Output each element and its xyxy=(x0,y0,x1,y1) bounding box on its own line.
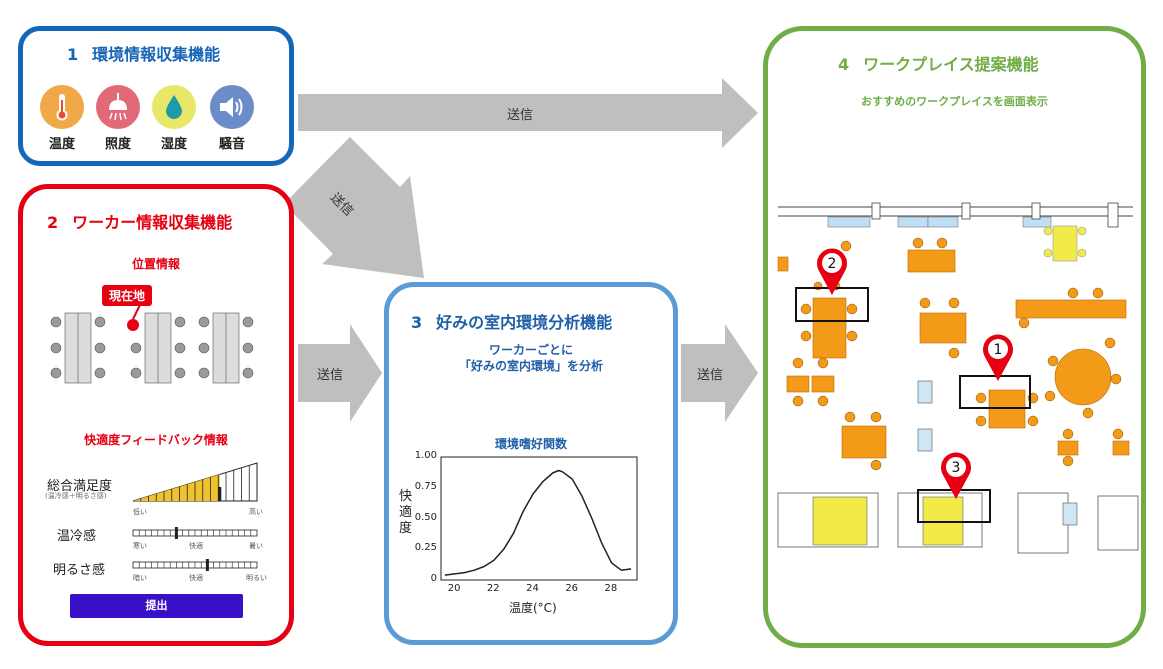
chart-ytick: 0.50 xyxy=(414,511,437,523)
current-location-badge: 現在地 xyxy=(102,285,153,306)
orange-desks xyxy=(777,249,1130,459)
chart-frame xyxy=(440,456,638,581)
desk-cluster-right xyxy=(198,312,254,384)
submit-button[interactable]: 提出 xyxy=(70,594,243,618)
lamp-icon xyxy=(96,85,140,129)
chart-xtick: 26 xyxy=(565,583,579,594)
overall-satisfaction-slider[interactable] xyxy=(131,461,261,505)
thermal-sensation-label: 温冷感 xyxy=(57,529,97,544)
wall-columns xyxy=(871,202,1119,228)
orange-chairs xyxy=(792,237,1124,471)
chart-ytick: 0 xyxy=(430,573,437,584)
arrow-right xyxy=(681,324,758,422)
arrow-top xyxy=(298,78,758,148)
chart-ytick: 0.25 xyxy=(414,542,437,554)
panel4-subtitle: おすすめのワークプレイスを画面表示 xyxy=(861,95,1048,108)
panel3-subtitle-1: ワーカーごとに xyxy=(488,343,573,357)
seat-layout xyxy=(50,302,254,384)
preference-chart xyxy=(440,456,638,581)
arrow-diagonal xyxy=(284,137,424,278)
arrow-left xyxy=(298,324,382,422)
desk-cluster-left xyxy=(50,312,106,384)
current-position-dot xyxy=(127,319,139,331)
pin-marker-3: 3 xyxy=(941,452,971,499)
sensor-illuminance: 照度 xyxy=(95,85,141,152)
sensor-noise: 騒音 xyxy=(209,85,255,152)
feedback-title: 快適度フィードバック情報 xyxy=(84,433,228,447)
arrow-right-label: 送信 xyxy=(697,368,724,383)
sensor-humidity: 湿度 xyxy=(151,85,197,152)
thermometer-icon xyxy=(40,85,84,129)
sensor-temperature: 温度 xyxy=(39,85,85,152)
chart-xlabel: 温度(°C) xyxy=(509,601,557,615)
preference-curve xyxy=(444,469,632,576)
chart-ytick: 0.75 xyxy=(414,480,437,492)
overall-satisfaction-label: 総合満足度 xyxy=(47,479,113,494)
arrow-left-label: 送信 xyxy=(317,368,344,383)
overall-satisfaction-sub: (温冷感＋明るさ感) xyxy=(45,492,107,500)
svg-text:2: 2 xyxy=(828,256,837,272)
chart-title: 環境嗜好関数 xyxy=(494,437,567,451)
floor-map xyxy=(777,202,1139,554)
pin-marker-1: 1 xyxy=(983,334,1013,381)
location-label: 位置情報 xyxy=(131,257,180,271)
thermal-sensation-scale[interactable] xyxy=(131,527,261,539)
arrow-top-label: 送信 xyxy=(507,108,534,123)
yellow-desk-top xyxy=(1043,225,1087,262)
svg-text:3: 3 xyxy=(952,460,961,476)
brightness-sensation-scale[interactable] xyxy=(131,559,261,571)
chart-xtick: 24 xyxy=(526,583,539,594)
gray-cluster-outlines xyxy=(777,492,1139,554)
blue-chairs xyxy=(917,380,1078,526)
chart-ytick: 1.00 xyxy=(414,450,437,461)
speaker-icon xyxy=(210,85,254,129)
pin-marker-2: 2 xyxy=(817,248,847,295)
overall-high-label: 高い xyxy=(249,508,263,516)
chart-xtick: 22 xyxy=(486,583,500,594)
panel3-subtitle-2: 「好みの室内環境」を分析 xyxy=(458,359,603,373)
chart-xtick: 28 xyxy=(604,583,618,594)
chart-ylabel: 快適度 xyxy=(399,489,413,536)
brightness-sensation-label: 明るさ感 xyxy=(53,563,106,578)
window-units xyxy=(827,216,1052,228)
chart-xtick: 20 xyxy=(447,583,461,594)
overall-low-label: 低い xyxy=(133,508,147,516)
svg-text:1: 1 xyxy=(994,342,1003,358)
desk-cluster-center xyxy=(130,312,186,384)
water-drop-icon xyxy=(152,85,196,129)
top-wall xyxy=(778,206,1133,217)
